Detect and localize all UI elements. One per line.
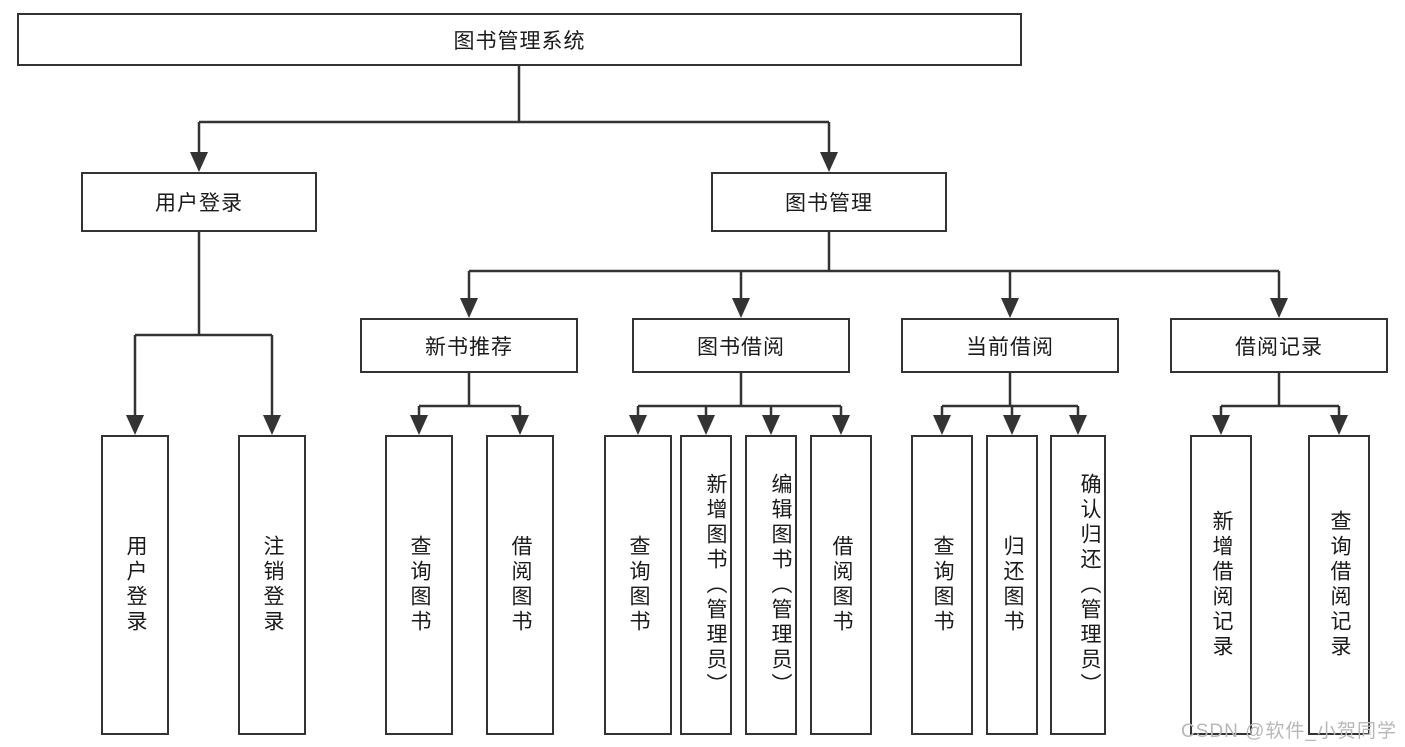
node-vert-leaf-4[interactable]: 查询图书 <box>604 435 672 735</box>
connector-arrowhead <box>732 298 750 318</box>
node-vert-leaf-1[interactable]: 注销登录 <box>238 435 306 735</box>
node-label: 注销登录 <box>261 535 284 635</box>
node-label: 确认归还（管理员） <box>1078 472 1101 698</box>
node-horiz-l2-0[interactable]: 新书推荐 <box>360 318 578 373</box>
node-vert-leaf-10[interactable]: 确认归还（管理员） <box>1050 435 1106 735</box>
connector-arrowhead <box>126 415 144 435</box>
connector-arrowhead <box>263 415 281 435</box>
connector-arrowhead <box>1270 298 1288 318</box>
connector-arrowhead <box>511 415 529 435</box>
node-horiz-l1-0[interactable]: 用户登录 <box>81 172 317 232</box>
node-label: 新增借阅记录 <box>1210 510 1233 660</box>
node-label: 借阅记录 <box>1235 335 1323 359</box>
connector-arrowhead <box>1003 415 1021 435</box>
node-label: 查询图书 <box>627 535 650 635</box>
node-vert-leaf-3[interactable]: 借阅图书 <box>486 435 554 735</box>
node-label: 用户登录 <box>155 192 243 215</box>
node-label: 用户登录 <box>124 535 147 635</box>
connector-arrowhead <box>1001 298 1019 318</box>
node-vert-leaf-12[interactable]: 查询借阅记录 <box>1308 435 1370 735</box>
connector-arrowhead <box>629 415 647 435</box>
node-label: 借阅图书 <box>830 535 853 635</box>
connector-arrowhead <box>410 415 428 435</box>
node-horiz-l1-1[interactable]: 图书管理 <box>711 172 947 232</box>
connector-arrowhead <box>820 152 838 172</box>
node-label: 查询借阅记录 <box>1328 510 1351 660</box>
node-label: 新增图书（管理员） <box>704 472 727 698</box>
connector-arrowhead <box>1069 415 1087 435</box>
node-vert-leaf-2[interactable]: 查询图书 <box>385 435 453 735</box>
node-label: 查询图书 <box>931 535 954 635</box>
node-label: 当前借阅 <box>966 335 1054 359</box>
node-vert-leaf-8[interactable]: 查询图书 <box>911 435 973 735</box>
node-label: 图书借阅 <box>697 335 785 359</box>
node-vert-leaf-6[interactable]: 编辑图书（管理员） <box>745 435 797 735</box>
connector-arrowhead <box>697 415 715 435</box>
connector-arrowhead <box>762 415 780 435</box>
node-horiz-l2-1[interactable]: 图书借阅 <box>632 318 850 373</box>
node-vert-leaf-5[interactable]: 新增图书（管理员） <box>680 435 732 735</box>
node-horiz-root[interactable]: 图书管理系统 <box>17 13 1022 66</box>
node-label: 查询图书 <box>408 535 431 635</box>
node-vert-leaf-0[interactable]: 用户登录 <box>101 435 169 735</box>
node-vert-leaf-11[interactable]: 新增借阅记录 <box>1190 435 1252 735</box>
node-label: 图书管理系统 <box>453 29 586 53</box>
connector-arrowhead <box>190 152 208 172</box>
node-horiz-l2-2[interactable]: 当前借阅 <box>901 318 1119 373</box>
connector-arrowhead <box>460 298 478 318</box>
node-label: 新书推荐 <box>425 335 513 359</box>
connector-arrowhead <box>1212 415 1230 435</box>
node-label: 图书管理 <box>785 192 873 215</box>
node-label: 归还图书 <box>1001 535 1024 635</box>
connector-arrowhead <box>933 415 951 435</box>
node-vert-leaf-9[interactable]: 归还图书 <box>986 435 1038 735</box>
node-horiz-l2-3[interactable]: 借阅记录 <box>1170 318 1388 373</box>
node-vert-leaf-7[interactable]: 借阅图书 <box>810 435 872 735</box>
node-label: 借阅图书 <box>509 535 532 635</box>
connector-arrowhead <box>832 415 850 435</box>
connector-arrowhead <box>1330 415 1348 435</box>
node-label: 编辑图书（管理员） <box>769 472 792 698</box>
